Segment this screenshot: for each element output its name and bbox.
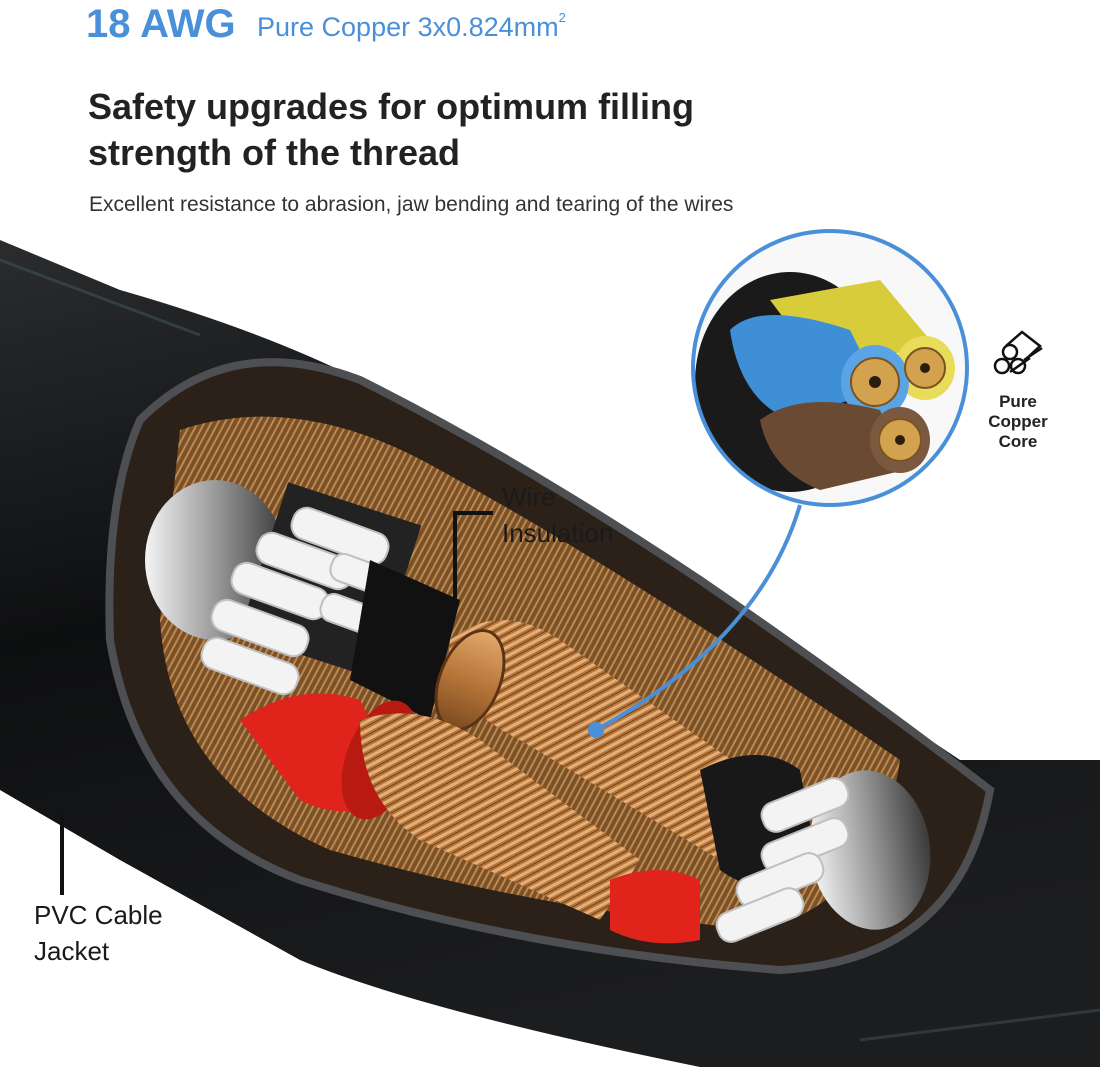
wire-insulation-label-line-2: Insulation [502, 518, 614, 548]
magnifier-anchor-dot [588, 722, 604, 738]
wire-insulation-label: Wire Insulation [502, 479, 613, 551]
pure-copper-core-label: Pure Copper Core [980, 392, 1056, 452]
pure-copper-core-label-line-1: Pure [999, 392, 1037, 411]
headline: Safety upgrades for optimum filling stre… [88, 84, 788, 176]
copper-spec: Pure Copper 3x0.824mm2 [257, 10, 566, 43]
copper-cores-icon [993, 330, 1043, 375]
pvc-jacket-label: PVC Cable Jacket [34, 897, 163, 969]
pvc-jacket-label-line-2: Jacket [34, 936, 110, 966]
copper-spec-superscript: 2 [558, 10, 566, 25]
headline-line-2: strength of the thread [88, 132, 461, 173]
inner-cable-right [700, 755, 931, 943]
copper-spec-text: Pure Copper 3x0.824mm [257, 12, 559, 42]
copper-strands-upper [448, 620, 760, 860]
pure-copper-core-label-line-2: Copper [988, 412, 1048, 431]
wire-insulation-callout-line [453, 511, 493, 605]
headline-line-1: Safety upgrades for optimum filling [88, 86, 695, 127]
wire-insulation-label-line-1: Wire [502, 482, 556, 512]
pure-copper-core-label-line-3: Core [998, 432, 1038, 451]
pvc-jacket-label-line-1: PVC Cable [34, 900, 163, 930]
copper-core-magnifier [691, 229, 969, 507]
awg-title: 18 AWG [86, 2, 236, 46]
magnifier-connector-line [595, 504, 802, 732]
subheadline: Excellent resistance to abrasion, jaw be… [89, 193, 734, 216]
copper-strands-lower [360, 713, 640, 920]
